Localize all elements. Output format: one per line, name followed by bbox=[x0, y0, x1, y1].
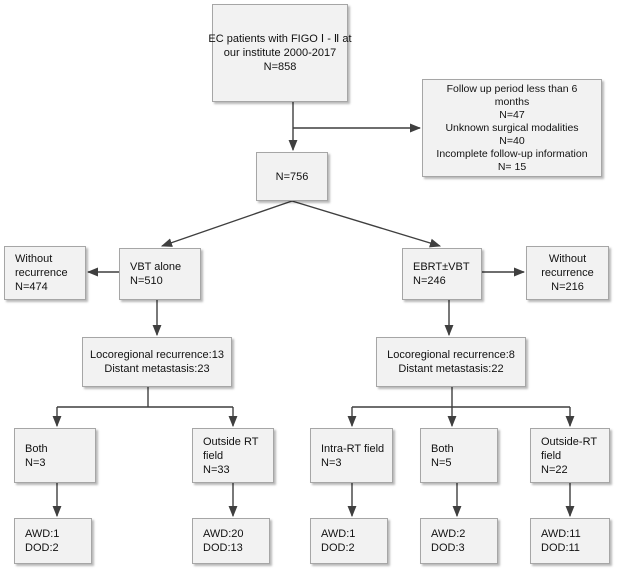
box-text-line: AWD:1 bbox=[25, 528, 60, 540]
box-text-line: N=216 bbox=[551, 281, 584, 293]
box-text-line: AWD:11 bbox=[541, 528, 581, 540]
box-text-line: months bbox=[494, 95, 530, 108]
eligible-cohort-box: N=756 bbox=[256, 152, 328, 201]
box-text-line: Incomplete follow-up information bbox=[436, 147, 588, 160]
box-text-line: N=33 bbox=[203, 463, 230, 476]
box-text-line: AWD:20 bbox=[203, 528, 244, 540]
box-text-line: field bbox=[203, 449, 224, 462]
box-text-line: Locoregional recurrence:8 bbox=[387, 349, 515, 361]
box-text-line: N=474 bbox=[15, 281, 48, 293]
arrow-to-ebrt bbox=[291, 200, 442, 248]
box-text-line: DOD:13 bbox=[203, 542, 243, 554]
cohort-start-box: EC patients with FIGO Ⅰ - Ⅱ at our instit… bbox=[208, 4, 352, 102]
box-text-line: N=47 bbox=[499, 108, 525, 121]
box-text-line: N=756 bbox=[275, 170, 309, 183]
box-text-line: field bbox=[541, 449, 562, 462]
box-text-line: Distant metastasis:23 bbox=[104, 363, 210, 375]
box-text-line: DOD:11 bbox=[541, 542, 580, 554]
box-text-line: AWD:1 bbox=[321, 528, 356, 540]
arrow-to-vbt bbox=[160, 200, 293, 247]
box-text-line: Both bbox=[25, 442, 48, 455]
box-text-line: Without bbox=[15, 253, 53, 265]
box-text-line: Intra-RT field bbox=[321, 442, 385, 455]
box-text-line: Outside-RT bbox=[541, 435, 598, 448]
box-text-line: Distant metastasis:22 bbox=[398, 363, 504, 375]
box-text-line: VBT alone bbox=[130, 261, 182, 273]
box-text-line: EBRT±VBT bbox=[413, 261, 470, 273]
box-text-line: Without bbox=[548, 253, 587, 265]
box-text-line: Both bbox=[431, 442, 454, 455]
box-text-line: Locoregional recurrence:13 bbox=[90, 349, 224, 361]
box-text-line: EC patients with FIGO Ⅰ - Ⅱ at bbox=[208, 33, 352, 45]
box-text-line: Follow up period less than 6 bbox=[446, 82, 578, 95]
box-text-line: N=40 bbox=[499, 134, 525, 147]
box-text-line: N=3 bbox=[321, 456, 342, 469]
box-text-line: our institute 2000-2017 bbox=[223, 47, 337, 59]
box-text-line: Unknown surgical modalities bbox=[445, 121, 579, 134]
box-text-line: DOD:2 bbox=[25, 542, 59, 554]
box-text-line: N=22 bbox=[541, 463, 568, 476]
box-text-line: N=246 bbox=[413, 275, 446, 287]
box-text-line: Outside RT bbox=[203, 435, 259, 448]
box-text-line: N= 15 bbox=[497, 160, 527, 173]
box-text-line: DOD:3 bbox=[431, 542, 465, 554]
box-text-line: N=510 bbox=[130, 275, 163, 287]
box-text-line: N=858 bbox=[263, 61, 297, 73]
box-text-line: recurrence bbox=[15, 267, 68, 279]
ebrt-vbt-box: EBRT±VBT N=246 bbox=[402, 248, 482, 300]
box-text-line: DOD:2 bbox=[321, 542, 355, 554]
box-text-line: N=3 bbox=[25, 456, 46, 469]
box-text-line: recurrence bbox=[541, 267, 594, 279]
box-text-line: N=5 bbox=[431, 456, 452, 469]
box-text-line: AWD:2 bbox=[431, 528, 466, 540]
